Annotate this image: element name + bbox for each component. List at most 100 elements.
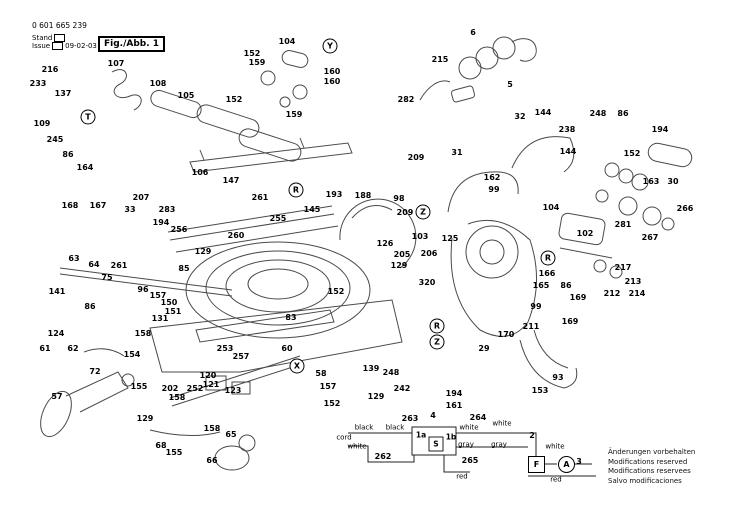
part-callout: 158 — [168, 393, 186, 402]
part-callout: 154 — [123, 350, 141, 359]
part-callout: 169 — [561, 317, 579, 326]
part-callout: 75 — [101, 273, 113, 282]
part-callout: 252 — [186, 384, 204, 393]
part-callout: 109 — [33, 119, 51, 128]
part-callout: 98 — [393, 194, 405, 203]
part-callout: 147 — [222, 176, 240, 185]
switch-pin-1a-label: 1a — [415, 430, 427, 440]
part-callout: 238 — [558, 125, 576, 134]
part-callout: 209 — [396, 208, 414, 217]
part-callout: 121 — [202, 380, 220, 389]
part-callout: 5 — [507, 80, 513, 89]
section-marker: X — [289, 358, 305, 374]
part-callout: 99 — [530, 302, 542, 311]
section-marker: Z — [429, 334, 445, 350]
part-callout: 164 — [76, 163, 94, 172]
part-callout: 162 — [483, 173, 501, 182]
part-callout: 320 — [418, 278, 436, 287]
part-callout: 83 — [285, 313, 297, 322]
part-callout: 194 — [651, 125, 669, 134]
wire-label: white — [492, 419, 512, 428]
part-callout: 99 — [488, 185, 500, 194]
part-callout: 60 — [281, 344, 293, 353]
part-callout: 153 — [531, 386, 549, 395]
part-callout: 131 — [151, 314, 169, 323]
part-callout: 61 — [39, 344, 51, 353]
section-marker: R — [429, 318, 445, 334]
part-callout: 166 — [538, 269, 556, 278]
date-stamp-icon — [54, 34, 66, 42]
part-callout: 160 — [323, 67, 341, 76]
part-callout: 266 — [676, 204, 694, 213]
section-marker: R — [540, 250, 556, 266]
part-callout: 32 — [514, 112, 526, 121]
part-callout: 248 — [589, 109, 607, 118]
part-callout: 144 — [559, 147, 577, 156]
wire-label: white — [545, 442, 565, 451]
part-callout: 157 — [319, 382, 337, 391]
part-callout: 106 — [191, 168, 209, 177]
part-callout: 126 — [376, 239, 394, 248]
part-callout: 2 — [529, 431, 535, 440]
wire-label: black — [385, 423, 405, 432]
field-box-label: F — [528, 456, 545, 473]
wire-label: cord — [336, 433, 352, 442]
part-callout: 202 — [161, 384, 179, 393]
part-callout: 103 — [411, 232, 429, 241]
wire-label: white — [347, 442, 367, 451]
document-number: 0 601 665 239 — [32, 21, 87, 30]
part-callout: 256 — [170, 225, 188, 234]
part-callout: 213 — [624, 277, 642, 286]
part-callout: 253 — [216, 344, 234, 353]
issue-date: 09-02-03 — [65, 42, 97, 50]
part-callout: 102 — [576, 229, 594, 238]
part-callout: 152 — [623, 149, 641, 158]
wire-label: white — [459, 423, 479, 432]
part-callout: 123 — [224, 386, 242, 395]
part-callout: 129 — [194, 247, 212, 256]
wire-label: black — [354, 423, 374, 432]
part-callout: 265 — [461, 456, 479, 465]
part-callout: 96 — [137, 285, 149, 294]
part-callout: 267 — [641, 233, 659, 242]
part-callout: 93 — [552, 373, 564, 382]
part-callout: 281 — [614, 220, 632, 229]
part-callout: 205 — [393, 250, 411, 259]
part-callout: 248 — [382, 368, 400, 377]
section-marker: Z — [415, 204, 431, 220]
section-marker: T — [80, 109, 96, 125]
part-callout: 152 — [323, 399, 341, 408]
part-callout: 3 — [576, 457, 582, 466]
part-callout: 62 — [67, 344, 79, 353]
part-callout: 165 — [532, 281, 550, 290]
part-callout: 168 — [61, 201, 79, 210]
issue-row: Issue 09-02-03 — [32, 42, 97, 50]
part-callout: 158 — [134, 329, 152, 338]
section-marker: R — [288, 182, 304, 198]
part-callout: 86 — [84, 302, 96, 311]
part-callout: 86 — [560, 281, 572, 290]
part-callout: 233 — [29, 79, 47, 88]
wire-label: gray — [491, 440, 507, 449]
part-callout: 242 — [393, 384, 411, 393]
part-callout: 151 — [164, 307, 182, 316]
part-callout: 155 — [130, 382, 148, 391]
part-callout: 4 — [430, 411, 436, 420]
part-callout: 152 — [225, 95, 243, 104]
part-callout: 66 — [206, 456, 218, 465]
part-callout: 107 — [107, 59, 125, 68]
part-callout: 104 — [278, 37, 296, 46]
part-callout: 193 — [325, 190, 343, 199]
part-callout: 124 — [47, 329, 65, 338]
footer-notes: Änderungen vorbehalten Modifications res… — [608, 448, 695, 486]
part-callout: 105 — [177, 91, 195, 100]
part-callout: 129 — [390, 261, 408, 270]
part-callout: 29 — [478, 344, 490, 353]
issue-label: Issue — [32, 42, 51, 50]
part-callout: 86 — [62, 150, 74, 159]
note-line: Salvo modificaciones — [608, 476, 682, 485]
part-callout: 72 — [89, 367, 101, 376]
part-callout: 65 — [225, 430, 237, 439]
part-callout: 194 — [445, 389, 463, 398]
